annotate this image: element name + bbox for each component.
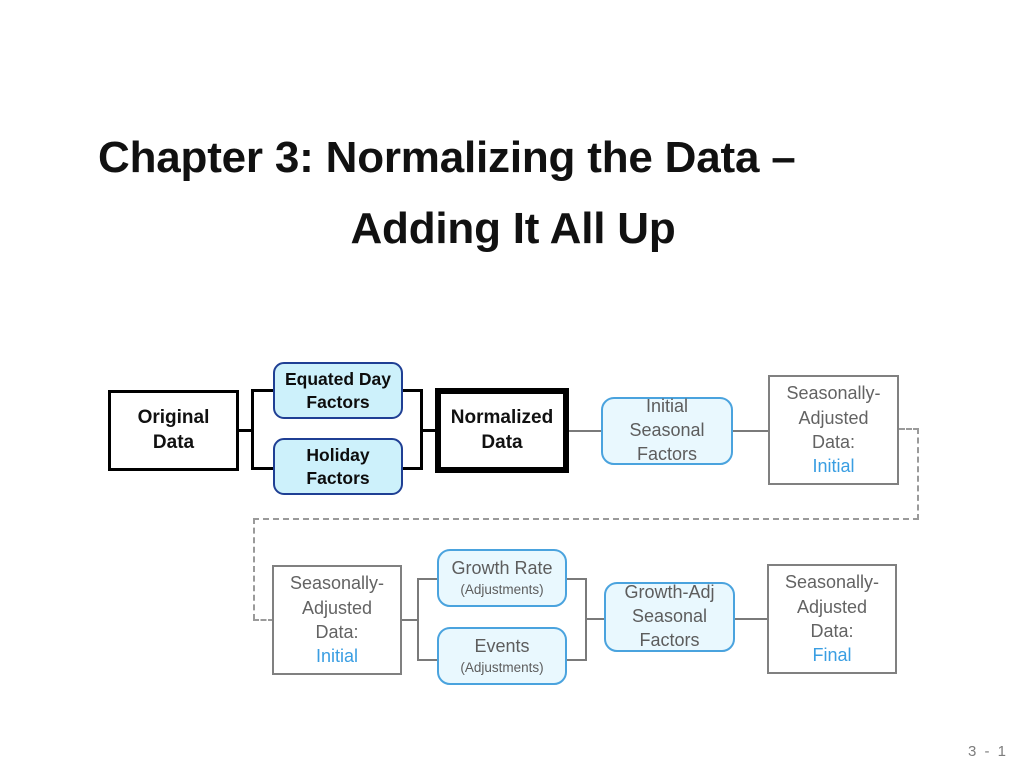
node-normalized-data-line-2: Data [481,431,523,453]
node-sa-data-initial-top-line-1: Seasonally- [786,383,881,404]
dashed-segment-left-vertical [253,518,255,620]
connector-bottom-rbracket-bottom-branch [565,659,587,661]
node-sa-data-initial-top[interactable]: Seasonally- Adjusted Data: Initial [768,375,899,485]
page-number: 3 - 1 [967,743,1008,760]
connector-rbracket-bottom-branch [399,467,423,470]
node-growth-rate-label: Growth Rate [451,558,553,579]
node-holiday-factors[interactable]: Holiday Factors [273,438,403,495]
node-growth-adj-seasonal-factors[interactable]: Growth-Adj Seasonal Factors [604,582,735,652]
connector-rbracket-top-branch [399,389,423,392]
node-sa-data-initial-top-line-2: Adjusted [798,407,869,428]
node-initial-seasonal-factors-line-3: Factors [636,443,697,464]
node-sa-data-initial-bottom-line-1: Seasonally- [289,573,385,594]
title-line-2: Adding It All Up [350,204,676,254]
node-equated-day-factors[interactable]: Equated Day Factors [273,362,403,419]
node-holiday-factors-line-2: Factors [306,467,370,488]
node-sa-data-final-line-2: Adjusted [796,596,868,617]
node-growth-rate[interactable]: Growth Rate (Adjustments) [437,549,567,607]
dashed-segment-top [899,428,919,430]
dashed-segment-right-vertical [917,428,919,520]
node-normalized-data-line-1: Normalized [450,407,554,429]
connector-bottom-bracket-vertical [417,578,419,661]
node-normalized-data[interactable]: Normalized Data [435,388,569,473]
node-sa-data-initial-bottom-line-3: Data: [315,622,359,642]
node-events[interactable]: Events (Adjustments) [437,627,567,685]
node-sa-data-initial-bottom-status: Initial [315,646,359,667]
node-original-data-line-2: Data [152,431,195,453]
node-growth-rate-sublabel: (Adjustments) [460,582,544,598]
node-initial-seasonal-factors[interactable]: Initial Seasonal Factors [601,396,733,465]
connector-bracket-bottom-branch [251,467,275,470]
connector-original-to-bracket [238,429,254,432]
node-initial-seasonal-factors-line-1: Initial [645,396,689,417]
node-equated-day-factors-line-1: Equated Day [285,368,391,389]
dashed-segment-into-sa-initial-bottom [253,619,274,621]
node-events-sublabel: (Adjustments) [460,660,544,676]
node-sa-data-initial-top-line-3: Data: [811,432,856,452]
node-sa-data-initial-bottom-line-2: Adjusted [301,597,373,618]
node-sa-data-final-line-3: Data: [810,621,854,641]
node-sa-data-initial-bottom[interactable]: Seasonally- Adjusted Data: Initial [272,565,402,675]
page-title: Chapter 3: Normalizing the Data – Adding… [98,122,928,265]
node-sa-data-final[interactable]: Seasonally- Adjusted Data: Final [767,564,897,674]
node-events-label: Events [474,636,530,657]
title-line-1: Chapter 3: Normalizing the Data – [98,133,796,182]
node-initial-seasonal-factors-line-2: Seasonal [629,420,705,441]
node-growth-adj-seasonal-factors-line-3: Factors [639,629,700,650]
connector-normalized-to-initial-seasonal [568,430,601,432]
node-growth-adj-seasonal-factors-line-2: Seasonal [631,606,708,627]
dashed-segment-bottom-long [253,518,919,520]
connector-bottom-bracket-top-branch [417,578,439,580]
connector-bracket-to-growth-adj [585,618,605,620]
connector-bracket-left-vertical [251,389,254,470]
node-growth-adj-seasonal-factors-line-1: Growth-Adj [624,582,715,603]
node-original-data-line-1: Original [137,407,210,429]
connector-bottom-rbracket-top-branch [565,578,587,580]
connector-sa-initial-to-bracket [401,619,418,621]
node-holiday-factors-line-1: Holiday [306,444,370,465]
connector-bottom-bracket-bottom-branch [417,659,439,661]
connector-initial-seasonal-to-sa-initial [733,430,768,432]
node-equated-day-factors-line-2: Factors [306,391,370,412]
node-sa-data-final-status: Final [812,645,852,666]
connector-growth-adj-to-sa-final [735,618,768,620]
connector-bracket-to-normalized [420,429,436,432]
node-sa-data-final-line-1: Seasonally- [784,572,880,593]
node-original-data[interactable]: Original Data [108,390,239,471]
connector-bracket-top-branch [251,389,275,392]
node-sa-data-initial-top-status: Initial [812,456,855,477]
